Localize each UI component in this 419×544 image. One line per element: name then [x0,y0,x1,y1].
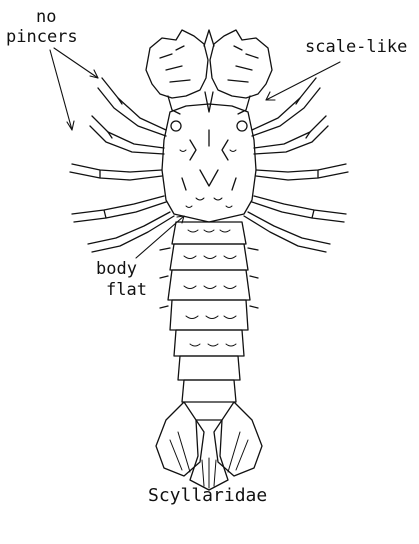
diagram-title: Scyllaridae [148,486,267,505]
tail-fan [156,402,262,490]
antenna-plates [146,30,272,114]
label-flat: flat [106,281,147,300]
arrow-pincers-upper [54,48,98,78]
label-no: no [36,8,56,27]
arrow-body-flat [136,216,184,258]
label-scale-like: scale-like [305,38,407,57]
arrow-pincers-lower [50,50,72,130]
label-body: body [96,260,137,279]
left-eye-icon [171,121,181,131]
right-eye-icon [237,121,247,131]
carapace [162,104,256,222]
abdomen [160,222,258,402]
label-pincers: pincers [6,28,78,47]
annotation-arrows [50,48,340,258]
